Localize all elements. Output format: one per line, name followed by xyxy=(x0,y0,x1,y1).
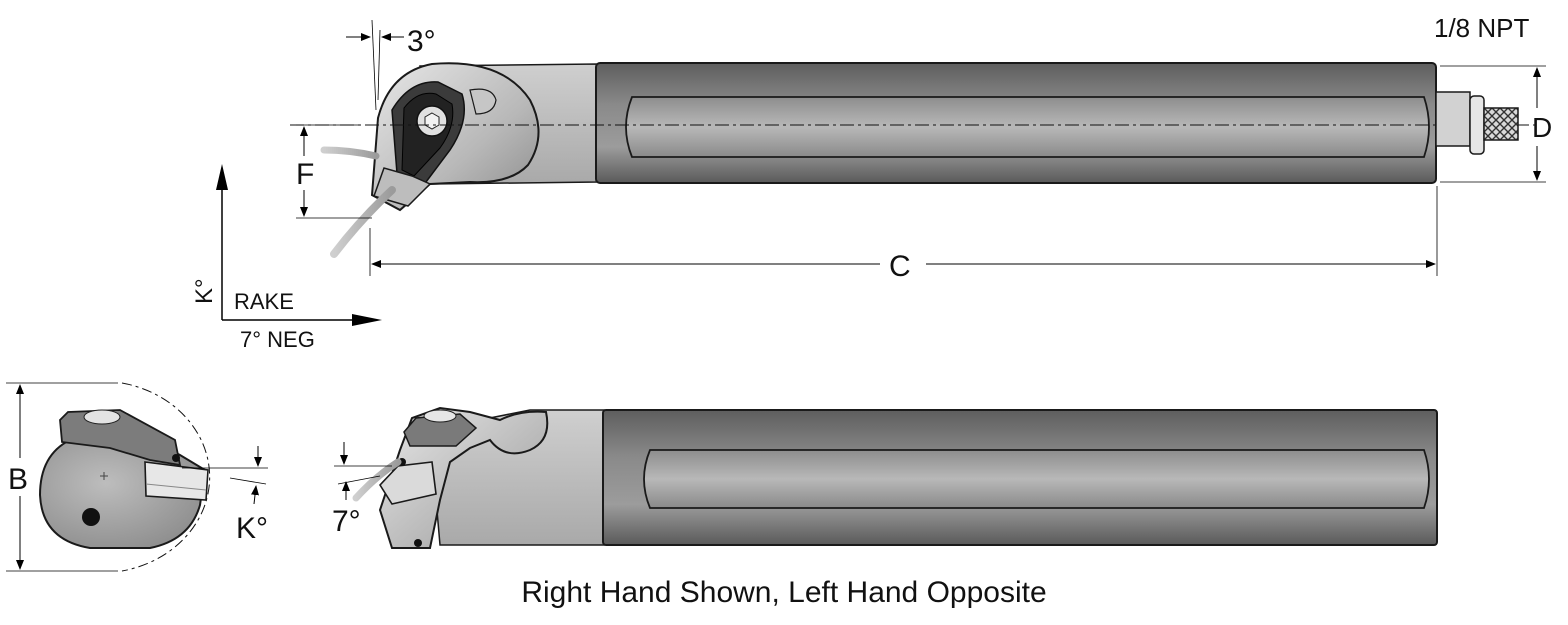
k-end-label: K° xyxy=(236,512,268,545)
side-view: 7° xyxy=(332,406,1438,549)
end-head-top xyxy=(59,409,182,467)
side-clamp xyxy=(403,413,478,447)
top-coolant-stream-2 xyxy=(330,186,396,258)
k-end-arrow-bottom xyxy=(251,485,259,505)
top-view: D 1/8 NPT C F 3° K° RAKE 7° NEG xyxy=(191,13,1552,352)
end-envelope-arc xyxy=(121,382,211,572)
neg-label: 7° NEG xyxy=(240,327,315,352)
rake-label: RAKE xyxy=(234,289,294,314)
side-insert xyxy=(378,461,437,505)
k-side-label: K° xyxy=(191,278,218,304)
dim-b-label: B xyxy=(8,463,28,496)
top-bar-flat xyxy=(625,96,1430,158)
top-screw-hex xyxy=(424,112,440,130)
end-view: B K° xyxy=(6,382,268,572)
top-end-ring xyxy=(1469,95,1485,155)
caption: Right Hand Shown, Left Hand Opposite xyxy=(521,576,1047,609)
npt-label: 1/8 NPT xyxy=(1434,13,1529,43)
angle-3-label: 3° xyxy=(407,25,436,58)
top-coolant-groove xyxy=(469,88,497,115)
dim-f-label: F xyxy=(296,158,314,191)
end-coolant-hole xyxy=(82,508,100,526)
side-bar-flat xyxy=(643,449,1430,509)
side-coolant-stream xyxy=(352,458,402,502)
end-insert-block xyxy=(144,461,209,501)
dim-c-label: C xyxy=(889,250,911,283)
top-coolant-stream-1 xyxy=(320,146,380,160)
end-screw xyxy=(83,409,121,425)
top-end-nut xyxy=(1435,91,1471,147)
top-braided-hose xyxy=(1483,107,1519,141)
angle-7-label: 7° xyxy=(332,505,361,538)
dim-d-label: D xyxy=(1532,112,1552,143)
